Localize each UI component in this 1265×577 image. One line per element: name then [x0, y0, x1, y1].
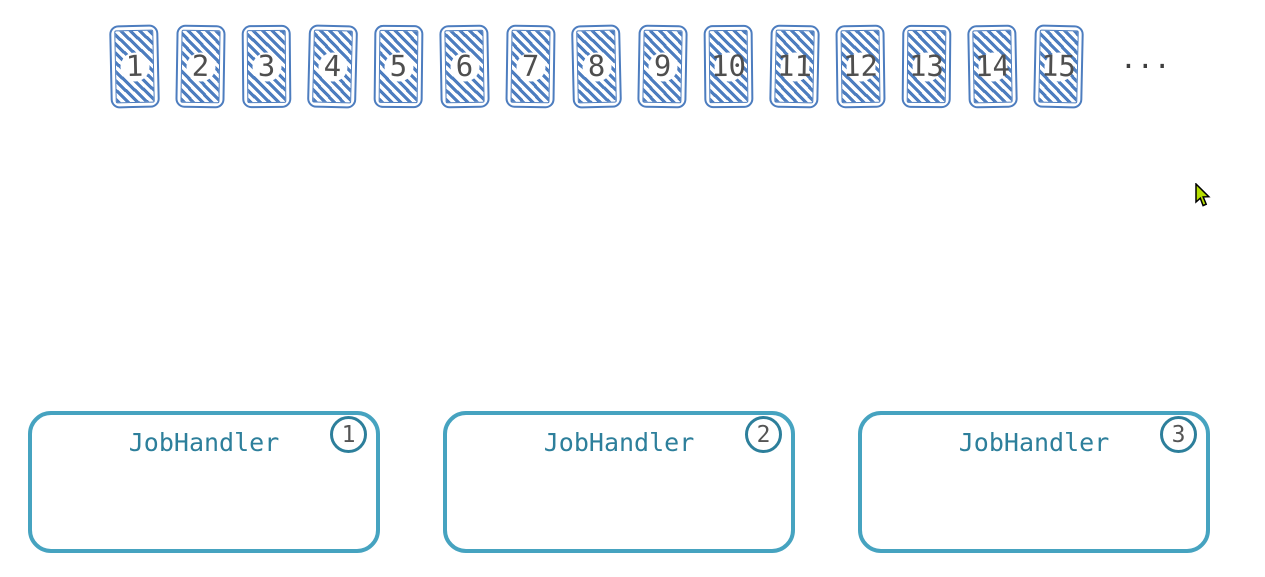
job-handler-number-badge: 2 [745, 416, 782, 453]
job-card: 6 [439, 24, 490, 109]
job-card-number: 3 [257, 48, 276, 83]
job-card-number: 10 [710, 48, 747, 83]
job-card: 11 [769, 24, 820, 109]
job-card: 1 [109, 24, 160, 109]
job-card-number: 1 [125, 48, 144, 83]
job-handler-label: JobHandler [543, 428, 695, 457]
job-card-number: 5 [389, 48, 408, 83]
job-card: 9 [637, 24, 688, 109]
job-handler-box: JobHandler 3 [858, 411, 1210, 553]
job-card: 2 [175, 24, 226, 109]
job-card-number: 9 [653, 48, 672, 83]
job-card-number: 12 [842, 48, 879, 83]
job-card-number: 13 [908, 48, 945, 83]
job-card: 3 [241, 24, 292, 109]
job-card-number: 15 [1040, 48, 1077, 83]
job-card-number: 11 [776, 48, 813, 83]
job-handler-label: JobHandler [128, 428, 280, 457]
handlers-row: JobHandler 1 JobHandler 2 JobHandler 3 [28, 411, 1210, 553]
job-card-number: 4 [323, 48, 342, 83]
job-handler-box: JobHandler 2 [443, 411, 795, 553]
mouse-pointer-icon [1195, 183, 1211, 207]
queue-ellipsis: ... [1120, 42, 1171, 75]
job-card-number: 8 [587, 48, 606, 83]
job-card: 4 [306, 24, 359, 109]
job-card: 5 [373, 24, 424, 109]
job-card: 7 [505, 24, 556, 109]
job-handler-label: JobHandler [958, 428, 1110, 457]
job-card: 15 [1033, 24, 1084, 109]
job-card-number: 7 [521, 48, 540, 83]
job-card-number: 2 [191, 48, 210, 83]
job-handler-number-badge: 3 [1160, 416, 1197, 453]
job-handler-number-badge: 1 [330, 416, 367, 453]
job-card: 14 [967, 24, 1018, 109]
job-handler-box: JobHandler 1 [28, 411, 380, 553]
job-card-number: 14 [974, 48, 1011, 83]
job-card: 10 [703, 24, 754, 109]
job-queue: ... 1 2 3 4 5 6 7 8 9 10 [0, 0, 1265, 130]
job-card: 12 [835, 24, 886, 109]
job-card: 13 [901, 24, 952, 109]
job-card: 8 [571, 24, 622, 109]
job-card-number: 6 [455, 48, 474, 83]
